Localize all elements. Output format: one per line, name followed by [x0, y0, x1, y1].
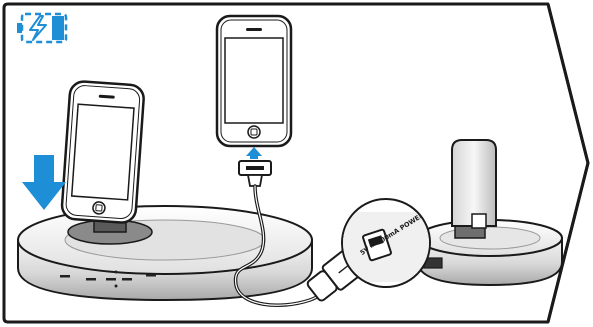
iphone-docked-left — [61, 81, 144, 224]
iphone-standalone — [217, 16, 291, 146]
docking-speaker-right — [418, 220, 562, 285]
iphone-docked-right — [452, 140, 496, 228]
docking-speaker-left — [18, 206, 312, 300]
